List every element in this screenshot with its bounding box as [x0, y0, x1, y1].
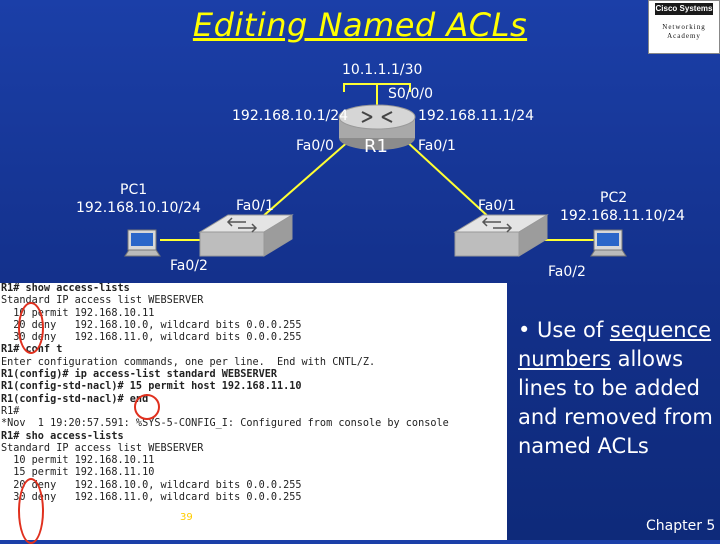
pc2-name-label: PC2	[600, 190, 628, 206]
cisco-brand-text: Cisco Systems	[655, 3, 713, 15]
bullet-text: • Use of sequence numbers allows lines t…	[518, 316, 716, 461]
cli-line: 10 permit 192.168.10.11	[1, 455, 155, 467]
sequence-highlight-circle	[18, 302, 44, 354]
bullet-prefix: • Use of	[518, 318, 610, 342]
cli-line: R1# show access-lists	[1, 283, 130, 294]
bullet-emphasis: sequence numbers	[518, 318, 712, 371]
cli-line: R1#	[1, 405, 20, 417]
cli-line: Standard IP access list WEBSERVER	[1, 295, 204, 307]
cli-line: R1(config-std-nacl)# end	[1, 393, 149, 405]
cli-line: 20 deny 192.168.10.0, wildcard bits 0.0.…	[1, 479, 302, 491]
cli-line: R1(config)# ip access-list standard WEBS…	[1, 369, 278, 381]
r1-fa00-label: Fa0/0	[296, 138, 334, 154]
r1-fa01-ip-label: 192.168.11.1/24	[418, 108, 535, 124]
pc1-name-label: PC1	[120, 182, 148, 198]
serial-interface-label: S0/0/0	[388, 86, 434, 102]
cli-line: Standard IP access list WEBSERVER	[1, 442, 204, 454]
pc2-icon	[590, 229, 627, 257]
slide-title: Editing Named ACLs	[192, 6, 528, 44]
switch-1-icon	[198, 214, 294, 257]
sequence-highlight-circle	[134, 394, 160, 420]
cisco-networking-academy-logo: Cisco Systems Networking Academy	[648, 0, 720, 54]
cli-line: R1# conf t	[1, 344, 63, 356]
cli-line: 15 permit 192.168.11.10	[1, 467, 155, 479]
slide-page-number: 39	[180, 512, 193, 523]
cli-line: Enter configuration commands, one per li…	[1, 356, 376, 368]
r1-fa00-ip-label: 192.168.10.1/24	[232, 108, 349, 124]
serial-ip-label: 10.1.1.1/30	[342, 62, 423, 78]
networking-academy-text: Networking Academy	[662, 23, 706, 40]
cli-line: 30 deny 192.168.11.0, wildcard bits 0.0.…	[1, 492, 302, 504]
cli-line: 20 deny 192.168.10.0, wildcard bits 0.0.…	[1, 319, 302, 331]
pc1-ip-label: 192.168.10.10/24	[76, 200, 201, 216]
sw2-fa02-label: Fa0/2	[548, 264, 586, 280]
router-name-label: R1	[364, 136, 388, 157]
cli-line: *Nov 1 19:20:57.591: %SYS-5-CONFIG_I: Co…	[1, 418, 449, 430]
pc1-icon	[124, 229, 161, 257]
cli-line: 10 permit 192.168.10.11	[1, 307, 155, 319]
cli-line: R1(config-std-nacl)# 15 permit host 192.…	[1, 381, 302, 393]
chapter-label: Chapter 5	[646, 518, 716, 534]
switch-2-icon	[453, 214, 549, 257]
sw1-fa02-label: Fa0/2	[170, 258, 208, 274]
r1-fa01-label: Fa0/1	[418, 138, 456, 154]
sw2-fa01-label: Fa0/1	[478, 198, 516, 214]
network-topology-diagram	[124, 83, 627, 257]
sequence-highlight-circle	[18, 478, 44, 544]
cli-line: 30 deny 192.168.11.0, wildcard bits 0.0.…	[1, 332, 302, 344]
cli-line: R1# sho access-lists	[1, 430, 124, 442]
router-r1-icon	[338, 104, 416, 150]
pc2-ip-label: 192.168.11.10/24	[560, 208, 685, 224]
bullet-suffix: allows lines to be added and removed fro…	[518, 347, 713, 458]
sw1-fa01-label: Fa0/1	[236, 198, 274, 214]
